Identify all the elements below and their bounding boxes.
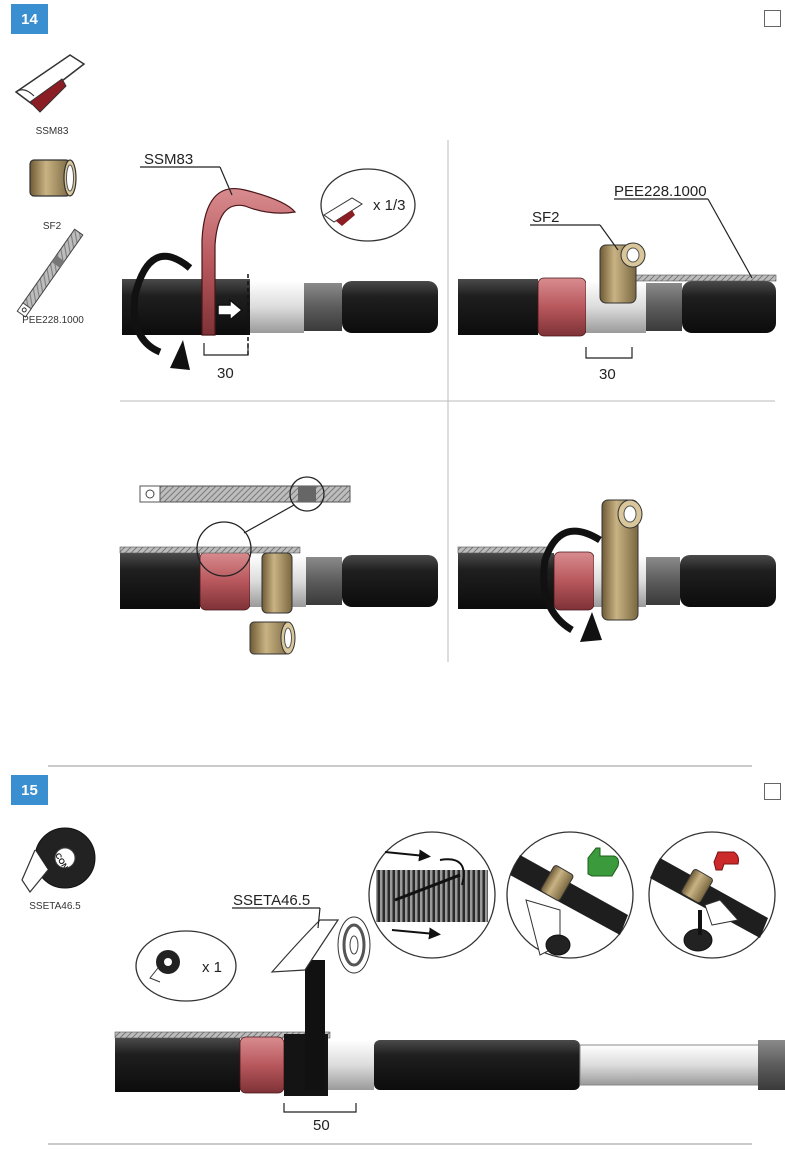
sf2-sleeve-on-cable bbox=[599, 242, 646, 304]
ssm83-tape-strip bbox=[201, 188, 297, 336]
step15-cable bbox=[114, 1031, 785, 1096]
panel-d-cable bbox=[457, 499, 776, 642]
dimension-30-a bbox=[203, 343, 249, 356]
dimension-label-b: 30 bbox=[599, 366, 616, 383]
part-label-sseta: SSETA46.5 bbox=[29, 901, 81, 912]
quantity-bubble-15 bbox=[135, 930, 237, 1002]
dimension-label-50: 50 bbox=[313, 1117, 330, 1134]
quantity-label-a: x 1/3 bbox=[373, 197, 406, 214]
callout-sseta: SSETA46.5 bbox=[233, 892, 310, 909]
thumbs-up-icon bbox=[587, 847, 619, 877]
step-14-checkbox[interactable] bbox=[764, 10, 781, 27]
technique-circle-incorrect bbox=[648, 831, 776, 959]
quantity-bubble-a bbox=[320, 168, 416, 242]
step-number-14: 14 bbox=[11, 4, 48, 34]
pee-braid-icon bbox=[16, 228, 84, 318]
technique-circle-correct bbox=[506, 831, 634, 959]
callout-sf2: SF2 bbox=[532, 209, 560, 226]
part-label-sf2: SF2 bbox=[42, 221, 62, 232]
rotation-arrow bbox=[130, 252, 193, 370]
step-15-checkbox[interactable] bbox=[764, 783, 781, 800]
ssm83-tape-icon bbox=[14, 54, 86, 113]
panel-c-braid-detail bbox=[139, 476, 351, 512]
quantity-label-15: x 1 bbox=[202, 959, 222, 976]
dimension-30-b bbox=[585, 347, 633, 359]
technique-circle-overlap bbox=[368, 831, 496, 959]
sseta-tape-strip bbox=[270, 916, 371, 1090]
callout-pee228: PEE228.1000 bbox=[614, 183, 707, 200]
step-number-15: 15 bbox=[11, 775, 48, 805]
dimension-50 bbox=[283, 1103, 357, 1113]
callout-ssm83: SSM83 bbox=[144, 151, 193, 168]
dimension-label-a: 30 bbox=[217, 365, 234, 382]
panel-c-cable bbox=[119, 504, 438, 655]
part-label-pee228: PEE228.1000 bbox=[22, 315, 84, 326]
panel-a-cable bbox=[122, 274, 438, 358]
part-label-ssm83: SSM83 bbox=[35, 126, 69, 137]
thumbs-down-icon bbox=[713, 851, 739, 871]
sf2-sleeve-icon bbox=[29, 159, 77, 197]
semicond-tape-roll-icon: SEMI COND bbox=[21, 827, 96, 894]
direction-arrow-icon bbox=[217, 298, 244, 322]
